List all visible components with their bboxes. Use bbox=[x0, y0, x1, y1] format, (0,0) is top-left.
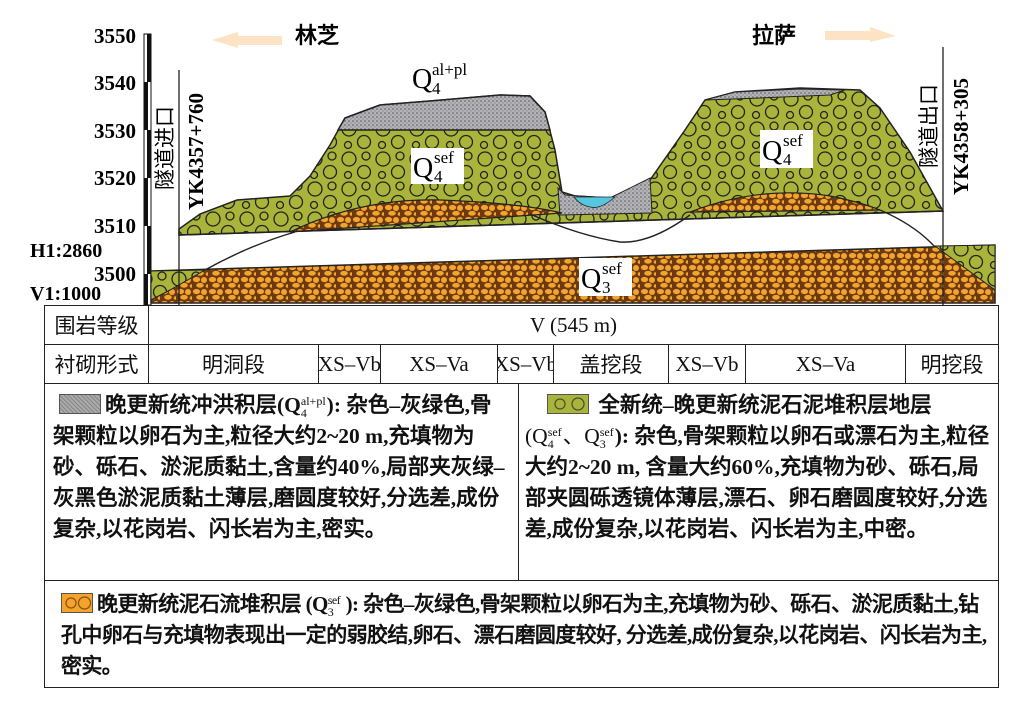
elevation-tick: 3540 bbox=[94, 71, 136, 95]
orange-swatch-icon bbox=[61, 593, 93, 613]
layer-q4alpl-right bbox=[704, 88, 846, 101]
layer-q4sef-right-wedge bbox=[933, 244, 996, 291]
lining-cell: XS–Vb bbox=[319, 345, 381, 383]
svg-text:3: 3 bbox=[602, 278, 611, 297]
lining-cell: XS–Vb bbox=[498, 345, 554, 383]
svg-text:Q: Q bbox=[413, 153, 433, 184]
scale-bar bbox=[143, 33, 152, 305]
layer-q3sef-lower bbox=[150, 244, 996, 304]
elevation-tick: 3510 bbox=[94, 214, 136, 238]
svg-text:Q: Q bbox=[581, 264, 601, 295]
lining-cell: XS–Va bbox=[746, 345, 906, 383]
entrance-label: 隧道进口 bbox=[153, 106, 177, 190]
layer-q4sef-left-wedge bbox=[150, 269, 206, 301]
layer-q3sef-lens-right bbox=[689, 192, 881, 213]
svg-text:Q: Q bbox=[762, 136, 782, 167]
svg-text:sef: sef bbox=[602, 259, 622, 278]
elevation-tick: 3530 bbox=[94, 119, 136, 143]
lining-label: 衬砌形式 bbox=[45, 345, 149, 383]
svg-text:sef: sef bbox=[783, 131, 803, 150]
elevation-tick: 3550 bbox=[94, 24, 136, 48]
arrow-right-icon bbox=[825, 27, 896, 42]
svg-text:4: 4 bbox=[432, 79, 441, 98]
rock-grade-value: V (545 m) bbox=[529, 312, 618, 337]
vertical-scale: V1:1000 bbox=[30, 283, 101, 305]
rock-grade-row: 围岩等级 V (545 m) bbox=[45, 306, 998, 345]
layer-q4alpl-valley bbox=[557, 177, 653, 216]
elevation-tick: 3500 bbox=[94, 262, 136, 286]
rock-grade-label: 围岩等级 bbox=[45, 306, 149, 344]
entrance-chainage: YK4357+760 bbox=[184, 93, 208, 210]
elevation-axis: 3550 3540 3530 3520 3510 3500 bbox=[94, 24, 136, 286]
geological-cross-section: 林芝 拉萨 3550 3540 3530 3520 3510 3500 H1:2… bbox=[30, 23, 996, 305]
section-table: 围岩等级 V (545 m) 衬砌形式 明洞段 XS–Vb XS–Va XS–V… bbox=[44, 305, 999, 688]
horizontal-scale: H1:2860 bbox=[30, 240, 102, 262]
exit-label: 隧道出口 bbox=[917, 84, 941, 168]
direction-right-label: 拉萨 bbox=[752, 23, 796, 49]
layer-label-q4sef-left: Q sef 4 bbox=[411, 148, 464, 186]
lining-row: 衬砌形式 明洞段 XS–Vb XS–Va XS–Vb 盖挖段 XS–Vb XS–… bbox=[45, 345, 998, 384]
tunnel-profile-line bbox=[204, 209, 936, 271]
lining-cell: 盖挖段 bbox=[554, 345, 669, 383]
lining-cell: 明洞段 bbox=[149, 345, 319, 383]
exit-chainage: YK4358+305 bbox=[949, 78, 973, 195]
green-swatch-icon bbox=[547, 394, 589, 414]
direction-left-label: 林芝 bbox=[295, 23, 339, 49]
layer-label-q4sef-right: Q sef 4 bbox=[760, 130, 813, 169]
lining-cell: XS–Vb bbox=[669, 345, 746, 383]
svg-text:4: 4 bbox=[434, 167, 443, 186]
arrow-left-icon bbox=[212, 32, 282, 48]
layer-label-q3sef: Q sef 3 bbox=[579, 258, 632, 297]
lining-cell: 明挖段 bbox=[920, 353, 984, 377]
layer-label-alpl: Q al+pl 4 bbox=[412, 60, 467, 98]
svg-text:al+pl: al+pl bbox=[432, 60, 467, 79]
water-lens bbox=[573, 196, 617, 208]
layer-q3sef-lens-left bbox=[289, 199, 563, 233]
layer-q4alpl-left bbox=[336, 94, 551, 131]
elevation-tick: 3520 bbox=[94, 166, 136, 190]
gray-swatch-icon bbox=[59, 394, 101, 414]
svg-text:4: 4 bbox=[783, 150, 792, 169]
svg-text:sef: sef bbox=[434, 148, 454, 167]
svg-text:Q: Q bbox=[412, 64, 432, 95]
lining-cell: XS–Va bbox=[381, 345, 498, 383]
